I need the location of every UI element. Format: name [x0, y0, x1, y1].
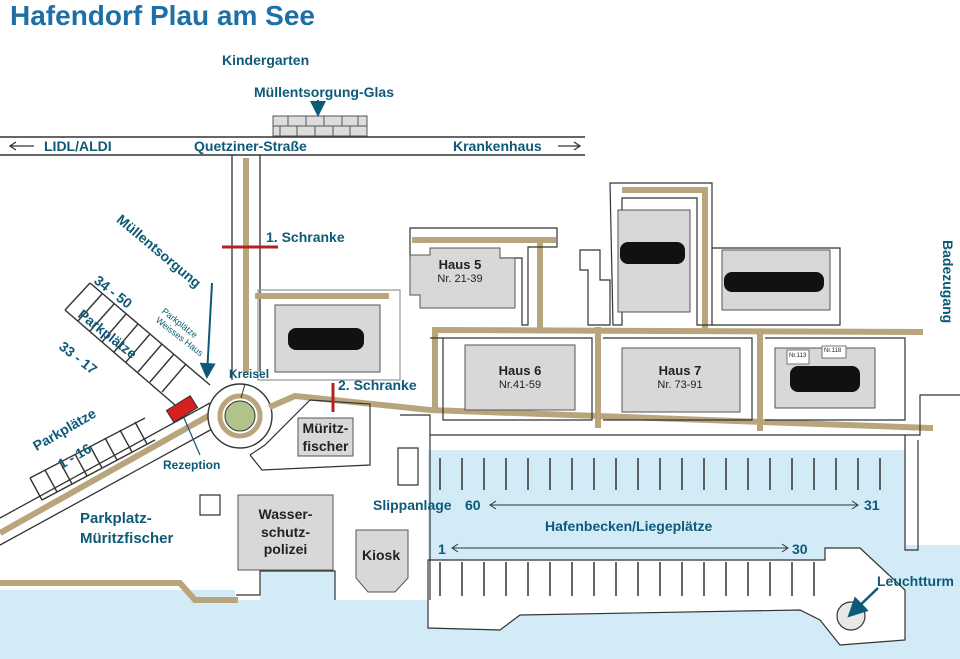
kreisel-pointer	[240, 383, 246, 399]
haus-5-label: Haus 5 Nr. 21-39	[420, 257, 500, 287]
haus-6-label: Haus 6 Nr.41-59	[480, 363, 560, 393]
kiosk-building	[355, 529, 409, 593]
haus-5-building	[409, 247, 516, 309]
muell-glas-label: Müllentsorgung-Glas	[254, 84, 394, 100]
street-label: Quetziner-Straße	[194, 138, 307, 154]
berth-range-arrows	[451, 500, 859, 553]
wasser-line-1: Wasser-	[258, 506, 313, 522]
krankenhaus-label: Krankenhaus	[453, 138, 542, 154]
berth-lines-top	[439, 458, 881, 490]
entrance-path	[243, 158, 249, 373]
parking-upper	[64, 282, 211, 406]
parkplatz-mueritz-label-2: Müritzfischer	[80, 530, 174, 547]
kiosk-label: Kiosk	[362, 547, 401, 563]
outline-shapes	[199, 182, 960, 600]
glass-bin	[272, 115, 368, 137]
schranke-1-label: 1. Schranke	[266, 229, 345, 245]
kreisel-label: Kreisel	[229, 367, 270, 381]
berth-60-label: 60	[465, 497, 481, 513]
nr118-label: Nr.118	[824, 348, 842, 354]
rezeption-label: Rezeption	[163, 458, 221, 472]
mueritz-line-2: fischer	[302, 437, 349, 454]
berth-1-label: 1	[438, 541, 446, 557]
berth-lines-bottom	[439, 562, 815, 596]
parkplatz-mueritz-label-1: Parkplatz-	[80, 510, 152, 527]
slipanlage-label: Slippanlage	[373, 497, 452, 513]
leuchtturm-label: Leuchtturm	[877, 573, 954, 589]
parking-1-16	[29, 417, 156, 501]
wasser-line-2: schutz-	[261, 523, 310, 540]
haus-6-name: Haus 6	[498, 363, 542, 378]
mueritzfischer-building	[297, 417, 354, 457]
kindergarten-label: Kindergarten	[222, 52, 310, 68]
mueritz-line-1: Müritz-	[302, 420, 349, 436]
box-nr118	[821, 345, 847, 359]
marina-piers	[427, 547, 906, 646]
haus-7-building	[621, 347, 741, 413]
wasserschutzpolizei-building	[237, 494, 334, 571]
schranke-2-label: 2. Schranke	[338, 377, 417, 393]
lidl-aldi-label: LIDL/ALDI	[44, 138, 112, 154]
box-nr113	[786, 349, 810, 365]
hafenbecken-label: Hafenbecken/Liegeplätze	[545, 518, 713, 534]
entrance-road	[231, 155, 261, 380]
access-path	[0, 412, 212, 536]
berth-30-label: 30	[792, 541, 808, 557]
lighthouse	[836, 587, 879, 631]
haus-7-name: Haus 7	[658, 363, 702, 378]
haus-7-nr: Nr. 73-91	[657, 379, 703, 392]
quetziner-street	[0, 136, 585, 156]
map-title: Hafendorf Plau am See	[10, 0, 315, 31]
haus-6-nr: Nr.41-59	[498, 379, 542, 392]
berth-31-label: 31	[864, 497, 880, 513]
street-arrows	[8, 141, 582, 151]
wasserschutz-label: Wasser- schutz- polizei	[238, 506, 333, 559]
haus-5-nr: Nr. 21-39	[437, 273, 483, 286]
badezugang-label: Badezugang	[940, 240, 956, 324]
roundabout	[207, 383, 273, 449]
nr113-label: Nr.113	[789, 353, 807, 359]
rezeption-pointer	[183, 417, 201, 456]
muellentsorgung-arrow	[199, 282, 216, 379]
barriers	[222, 245, 335, 412]
haus-5-name: Haus 5	[438, 257, 482, 272]
haus-6-building	[464, 344, 576, 411]
haus-7-label: Haus 7 Nr. 73-91	[640, 363, 720, 393]
wasser-line-3: polizei	[263, 541, 308, 557]
mueritzfischer-label: Müritz- fischer	[298, 420, 353, 455]
reception-building	[165, 394, 199, 424]
redacted-blocks	[288, 242, 860, 392]
